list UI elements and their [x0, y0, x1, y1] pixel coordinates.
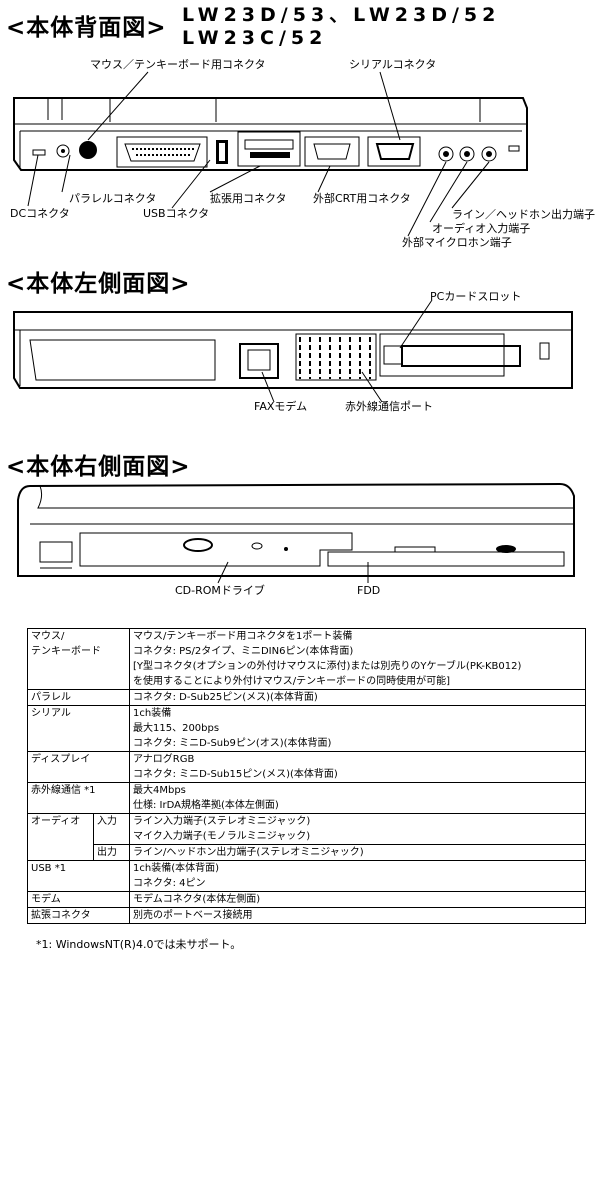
label-fdd: FDD: [357, 584, 381, 597]
label-dc-connector: DCコネクタ: [10, 207, 70, 220]
spec-label: USB *1: [31, 863, 67, 874]
label-usb-connector: USBコネクタ: [143, 207, 210, 220]
label-line-out: ライン／ヘッドホン出力端子: [452, 208, 595, 221]
spec-value-line: コネクタ: PS/2タイプ、ミニDIN6ピン(本体背面): [133, 646, 354, 657]
spec-row: モデム モデムコネクタ(本体左側面): [27, 891, 586, 908]
spec-row: 出力 ライン/ヘッドホン出力端子(ステレオミニジャック): [28, 844, 586, 861]
spec-row: マウス/テンキーボード マウス/テンキーボード用コネクタを1ポート装備コネクタ: …: [27, 628, 586, 690]
spec-value-line: ライン/ヘッドホン出力端子(ステレオミニジャック): [133, 847, 364, 858]
spec-label: マウス/: [31, 631, 65, 642]
spec-row: USB *1 1ch装備(本体背面) コネクタ: 4ピン: [27, 860, 586, 892]
spec-label: ディスプレイ: [31, 754, 91, 765]
spec-label: モデム: [31, 894, 61, 905]
spec-value-line: コネクタ: 4ピン: [133, 878, 206, 889]
spec-value-line: コネクタ: ミニD-Sub15ピン(メス)(本体背面): [133, 769, 338, 780]
spec-label: テンキーボード: [31, 646, 101, 657]
spec-label: 赤外線通信 *1: [31, 785, 96, 796]
spec-row: ディスプレイ アナログRGB コネクタ: ミニD-Sub15ピン(メス)(本体背面): [27, 751, 586, 783]
spec-value-line: を使用することにより外付けマウス/テンキーボードの同時使用が可能]: [133, 676, 451, 687]
label-audio-in: オーディオ入力端子: [432, 222, 531, 235]
spec-value-line: ライン入力端子(ステレオミニジャック): [133, 816, 311, 827]
spec-value-line: [Y型コネクタ(オプションの外付けマウスに添付)または別売りのYケーブル(PK-…: [133, 661, 522, 672]
label-mic: 外部マイクロホン端子: [402, 236, 512, 249]
spec-row: 赤外線通信 *1 最大4Mbps 仕様: IrDA規格準拠(本体左側面): [27, 782, 586, 814]
spec-value-line: コネクタ: ミニD-Sub9ピン(オス)(本体背面): [133, 738, 332, 749]
spec-row: パラレル コネクタ: D-Sub25ピン(メス)(本体背面): [27, 689, 586, 706]
label-fax-modem: FAXモデム: [254, 400, 308, 413]
label-crt-connector: 外部CRT用コネクタ: [313, 192, 411, 205]
label-cdrom-drive: CD-ROMドライブ: [175, 584, 265, 597]
spec-value-line: マウス/テンキーボード用コネクタを1ポート装備: [133, 631, 353, 642]
spec-label: 拡張コネクタ: [31, 910, 91, 921]
spec-value-line: モデムコネクタ(本体左側面): [133, 894, 261, 905]
spec-value-line: 最大115、200bps: [133, 723, 220, 734]
model-line-2: LW23C/52: [182, 27, 328, 49]
label-parallel-connector: パラレルコネクタ: [69, 192, 157, 205]
spec-value-line: コネクタ: D-Sub25ピン(メス)(本体背面): [133, 692, 318, 703]
right-heading: <本体右側面図>: [6, 454, 191, 480]
spec-value-line: 1ch装備(本体背面): [133, 863, 220, 874]
spec-value-line: 1ch装備: [133, 708, 172, 719]
spec-row: 拡張コネクタ 別売のポートベース接続用: [27, 907, 586, 924]
label-serial-connector: シリアルコネクタ: [349, 58, 437, 71]
spec-value-line: マイク入力端子(モノラルミニジャック): [133, 831, 311, 842]
spec-table: マウス/テンキーボード マウス/テンキーボード用コネクタを1ポート装備コネクタ: …: [27, 628, 586, 924]
left-heading: <本体左側面図>: [6, 271, 191, 297]
spec-value-line: 最大4Mbps: [133, 785, 186, 796]
model-line-1: LW23D/53、LW23D/52: [182, 4, 501, 26]
spec-label: パラレル: [31, 692, 71, 703]
spec-value-line: アナログRGB: [133, 754, 195, 765]
spec-label: シリアル: [31, 708, 71, 719]
label-infrared-port: 赤外線通信ポート: [345, 400, 433, 413]
rear-heading: <本体背面図>: [6, 15, 167, 41]
spec-label: 入力: [97, 816, 117, 827]
spec-label: オーディオ: [31, 816, 81, 827]
footnote: *1: WindowsNT(R)4.0では未サポート。: [36, 938, 242, 951]
label-expansion-connector: 拡張用コネクタ: [210, 192, 287, 205]
spec-label: 出力: [97, 847, 117, 858]
spec-row: シリアル 1ch装備最大115、200bps コネクタ: ミニD-Sub9ピン(オス…: [27, 705, 586, 752]
spec-value-line: 仕様: IrDA規格準拠(本体左側面): [133, 800, 279, 811]
label-mouse-keyboard-connector: マウス／テンキーボード用コネクタ: [90, 58, 266, 71]
spec-value-line: 別売のポートベース接続用: [133, 910, 253, 921]
label-pc-card-slot: PCカードスロット: [430, 290, 522, 303]
spec-row: オーディオ 入力 ライン入力端子(ステレオミニジャック) マイク入力端子(モノラルミニ…: [27, 813, 586, 861]
